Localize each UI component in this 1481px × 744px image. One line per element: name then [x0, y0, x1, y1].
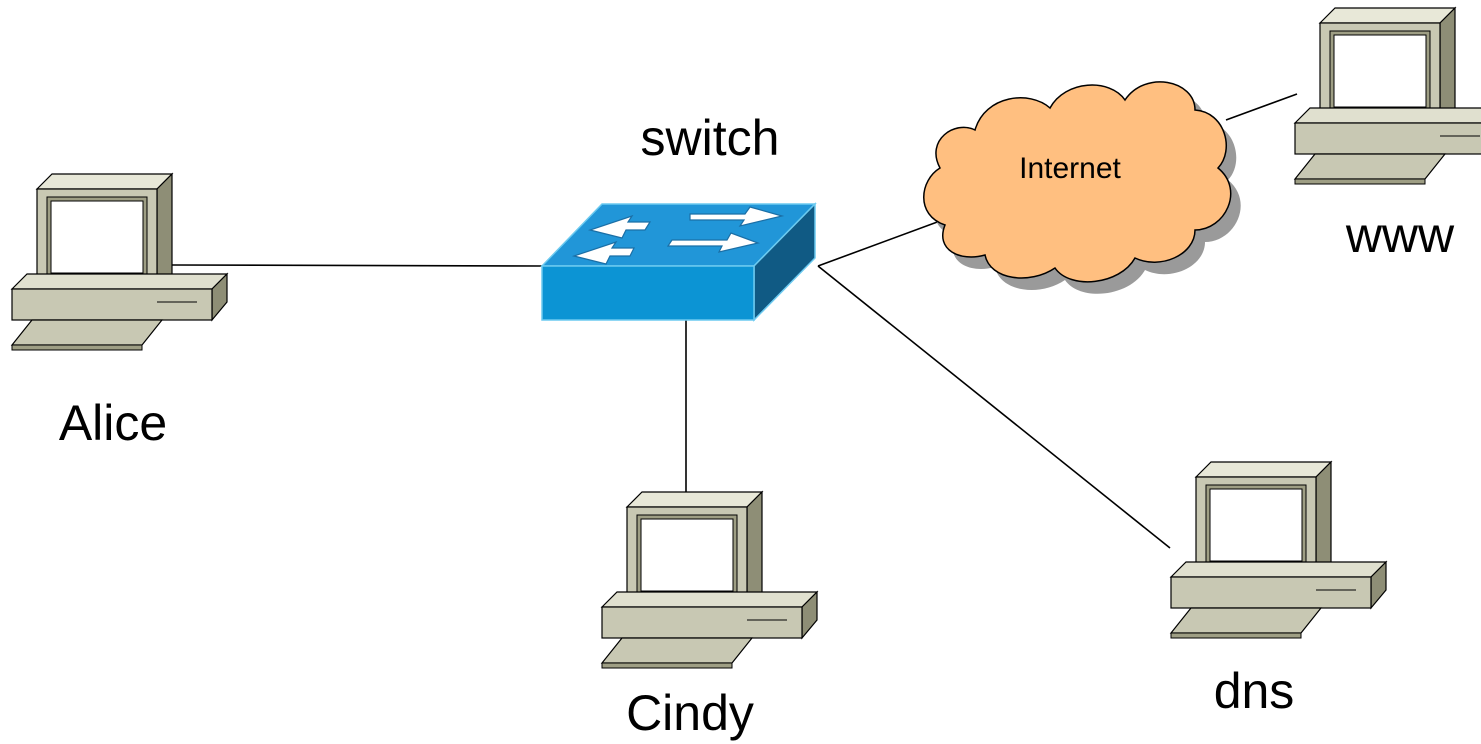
link-switch-dns: [817, 265, 1171, 549]
alice-label: Alice: [59, 395, 167, 451]
node-dns: dns: [1170, 461, 1387, 719]
desktop-computer-icon: [1294, 7, 1481, 185]
desktop-computer-icon: [601, 491, 818, 669]
switch-label: switch: [641, 110, 780, 166]
cindy-label: Cindy: [626, 685, 754, 741]
node-cindy: Cindy: [601, 491, 818, 741]
desktop-computer-icon: [1170, 461, 1387, 639]
links: [171, 93, 1298, 549]
node-www: www: [1294, 7, 1481, 263]
cloud-icon: Internet: [923, 81, 1241, 294]
www-label: www: [1345, 207, 1455, 263]
desktop-computer-icon: [11, 173, 228, 351]
node-alice: Alice: [11, 173, 228, 451]
network-switch-icon: switch: [540, 110, 817, 322]
dns-label: dns: [1214, 663, 1295, 719]
internet-label: Internet: [1019, 152, 1121, 185]
link-internet-www: [1225, 93, 1298, 121]
link-alice-switch: [171, 264, 543, 267]
link-switch-internet: [817, 220, 941, 267]
